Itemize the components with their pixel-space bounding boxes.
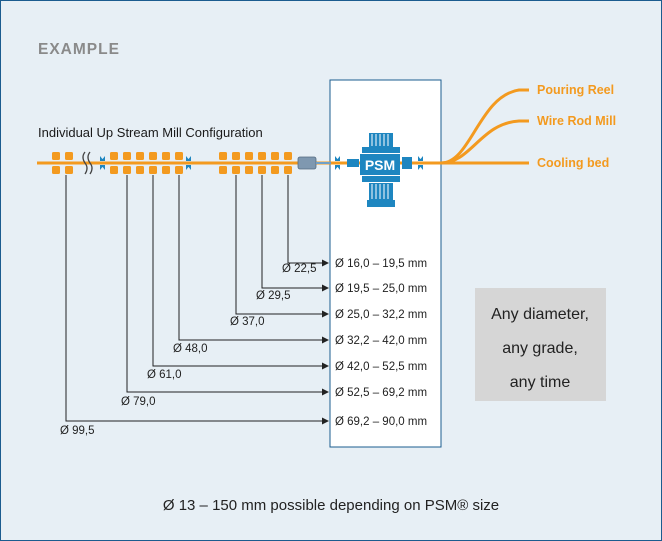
wave-symbol	[82, 151, 93, 175]
stand-diameter-label: Ø 29,5	[256, 290, 291, 302]
mill-stand	[110, 152, 118, 174]
stand-diameter-label: Ø 48,0	[173, 343, 208, 355]
mill-stand	[258, 152, 266, 174]
output-range-label: Ø 42,0 – 52,5 mm	[335, 361, 427, 373]
mill-stand	[245, 152, 253, 174]
output-range-label: Ø 32,2 – 42,0 mm	[335, 335, 427, 347]
psm-block	[347, 133, 412, 207]
diameter-leader: Ø 99,5 Ø 69,2 – 90,0 mm	[60, 175, 427, 437]
diameter-leader: Ø 48,0 Ø 32,2 – 42,0 mm	[173, 175, 427, 355]
mill-stand	[149, 152, 157, 174]
destination-pouring-reel: Pouring Reel	[537, 83, 614, 97]
output-range-label: Ø 19,5 – 25,0 mm	[335, 283, 427, 295]
config-title: Individual Up Stream Mill Configuration	[38, 125, 263, 140]
stand-diameter-label: Ø 22,5	[282, 263, 317, 275]
mill-stand	[175, 152, 183, 174]
slogan-line-3: any time	[510, 374, 571, 391]
stand-diameter-label: Ø 61,0	[147, 369, 182, 381]
diameter-leader: Ø 61,0 Ø 42,0 – 52,5 mm	[147, 175, 427, 381]
stand-diameter-label: Ø 99,5	[60, 425, 95, 437]
guide-markers	[100, 156, 423, 170]
mill-stand	[232, 152, 240, 174]
mill-stand	[219, 152, 227, 174]
mill-stand	[52, 152, 60, 174]
branch-pouring-reel	[440, 88, 529, 165]
mill-stand	[162, 152, 170, 174]
diameter-leader: Ø 22,5 Ø 16,0 – 19,5 mm	[282, 175, 427, 275]
diameter-leaders: Ø 22,5 Ø 16,0 – 19,5 mm Ø 29,5 Ø 19,5 – 25,…	[60, 175, 427, 437]
slogan-line-1: Any diameter,	[491, 306, 589, 323]
mill-stand	[65, 152, 73, 174]
destination-cooling-bed: Cooling bed	[537, 156, 609, 170]
stand-diameter-label: Ø 37,0	[230, 316, 265, 328]
output-range-label: Ø 16,0 – 19,5 mm	[335, 258, 427, 270]
mill-stand	[271, 152, 279, 174]
mill-stand	[123, 152, 131, 174]
slogan-line-2: any grade,	[502, 340, 578, 357]
diameter-leader: Ø 79,0 Ø 52,5 – 69,2 mm	[121, 175, 427, 408]
stand-diameter-label: Ø 79,0	[121, 396, 156, 408]
branch-wire-rod-mill	[440, 119, 529, 165]
output-range-label: Ø 25,0 – 32,2 mm	[335, 309, 427, 321]
mill-stands	[52, 152, 292, 174]
footer-note: Ø 13 – 150 mm possible depending on PSM®…	[163, 497, 499, 514]
destination-wire-rod-mill: Wire Rod Mill	[537, 114, 616, 128]
mill-stand	[284, 152, 292, 174]
psm-label: PSM	[365, 157, 395, 173]
output-range-label: Ø 52,5 – 69,2 mm	[335, 387, 427, 399]
example-heading: EXAMPLE	[38, 41, 120, 58]
output-range-label: Ø 69,2 – 90,0 mm	[335, 416, 427, 428]
slogan-box	[475, 288, 606, 401]
diameter-leader: Ø 37,0 Ø 25,0 – 32,2 mm	[230, 175, 427, 328]
mill-stand	[136, 152, 144, 174]
inlet-cylinder	[297, 156, 317, 170]
diameter-leader: Ø 29,5 Ø 19,5 – 25,0 mm	[256, 175, 427, 302]
